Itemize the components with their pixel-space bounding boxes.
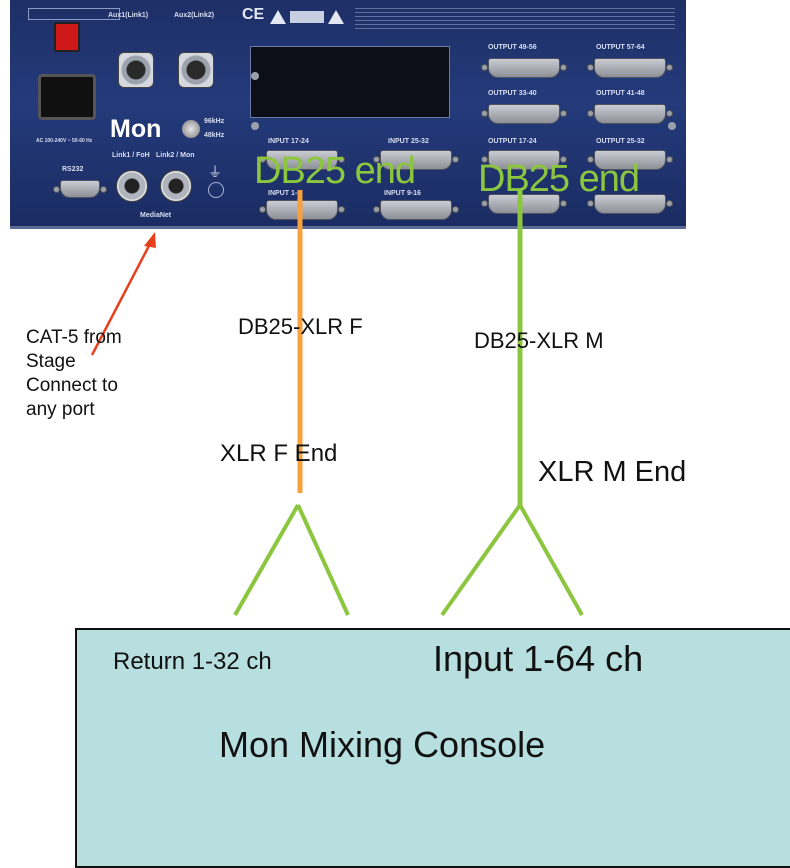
orange-fan-left [233, 504, 300, 616]
output-1-8-db25 [481, 194, 567, 214]
ground-icon: ⏚ [208, 164, 222, 180]
input-17-24-label: INPUT 17-24 [268, 138, 309, 145]
warning-text-block [355, 8, 675, 32]
cat5-note-line: Connect to [26, 375, 118, 396]
green-fan-right [518, 504, 584, 616]
output-25-32-label: OUTPUT 25-32 [596, 138, 645, 145]
link2-label: Link2 / Mon [156, 152, 195, 159]
power-inlet [38, 74, 96, 120]
cat5-note: CAT-5 from Stage Connect to any port [26, 326, 122, 422]
return-channels-label: Return 1-32 ch [113, 648, 272, 675]
cat5-note-line: CAT-5 from [26, 327, 122, 348]
link2-ethercon-port[interactable] [160, 170, 192, 202]
power-switch[interactable] [54, 22, 80, 52]
output-57-64-db25 [587, 58, 673, 78]
cable-right-label: DB25-XLR M [474, 328, 604, 353]
output-9-16-db25 [587, 194, 673, 214]
input-channels-label: Input 1-64 ch [433, 638, 644, 679]
green-fan-left [440, 503, 522, 617]
cable-left-label: DB25-XLR F [238, 314, 363, 339]
serial-number-label [28, 8, 120, 20]
chassis-screw [668, 122, 676, 130]
rs232-label: RS232 [62, 166, 84, 173]
aux1-xlr-connector [118, 52, 154, 88]
input-9-16-db25 [373, 200, 459, 220]
link1-label: Link1 / FoH [112, 152, 150, 159]
mon-mixing-console: Return 1-32 ch Input 1-64 ch Mon Mixing … [75, 628, 790, 868]
output-41-48-db25 [587, 104, 673, 124]
medianet-label: MediaNet [140, 212, 172, 219]
cat5-note-line: Stage [26, 351, 76, 372]
power-label: AC 100-240V ~ 50-60 Hz [36, 138, 93, 144]
input-17-24-db25 [259, 150, 345, 170]
input-25-32-db25 [373, 150, 459, 170]
display-window [250, 46, 450, 118]
cat5-arrow-line [90, 239, 154, 356]
chassis-screw [251, 72, 259, 80]
mon-label: Mon [110, 115, 162, 143]
output-17-24-label: OUTPUT 17-24 [488, 138, 537, 145]
output-33-40-db25 [481, 104, 567, 124]
console-title: Mon Mixing Console [219, 724, 546, 765]
link1-ethercon-port[interactable] [116, 170, 148, 202]
orange-fan-right [296, 504, 350, 616]
output-41-48-label: OUTPUT 41-48 [596, 90, 645, 97]
output-57-64-label: OUTPUT 57-64 [596, 44, 645, 51]
output-25-32-db25 [587, 150, 673, 170]
chassis-screw [251, 122, 259, 130]
xlr-m-end-label: XLR M End [538, 456, 687, 488]
output-49-56-db25 [481, 58, 567, 78]
warning-icon [270, 10, 344, 24]
db25-end-right-label: DB25 end [478, 158, 640, 200]
aux2-xlr-connector [178, 52, 214, 88]
96khz-label: 96kHz [204, 118, 225, 125]
aux2-label: Aux2(Link2) [174, 12, 215, 19]
db25-end-left-label: DB25 end [254, 150, 416, 192]
rs232-connector [53, 180, 107, 198]
48khz-label: 48kHz [204, 132, 225, 139]
cat5-arrowhead [144, 232, 156, 248]
clock-select-knob[interactable] [182, 120, 200, 138]
output-17-24-db25 [481, 150, 567, 170]
ce-mark: CE [242, 6, 265, 23]
xlr-f-end-label: XLR F End [220, 440, 338, 467]
input-25-32-label: INPUT 25-32 [388, 138, 429, 145]
input-1-8-label: INPUT 1-8 [268, 190, 302, 197]
aux1-label: Aux1(Link1) [108, 12, 149, 19]
ground-screw [208, 182, 224, 198]
cat5-note-line: any port [26, 399, 95, 420]
output-33-40-label: OUTPUT 33-40 [488, 90, 537, 97]
output-49-56-label: OUTPUT 49-56 [488, 44, 537, 51]
input-9-16-label: INPUT 9-16 [384, 190, 421, 197]
